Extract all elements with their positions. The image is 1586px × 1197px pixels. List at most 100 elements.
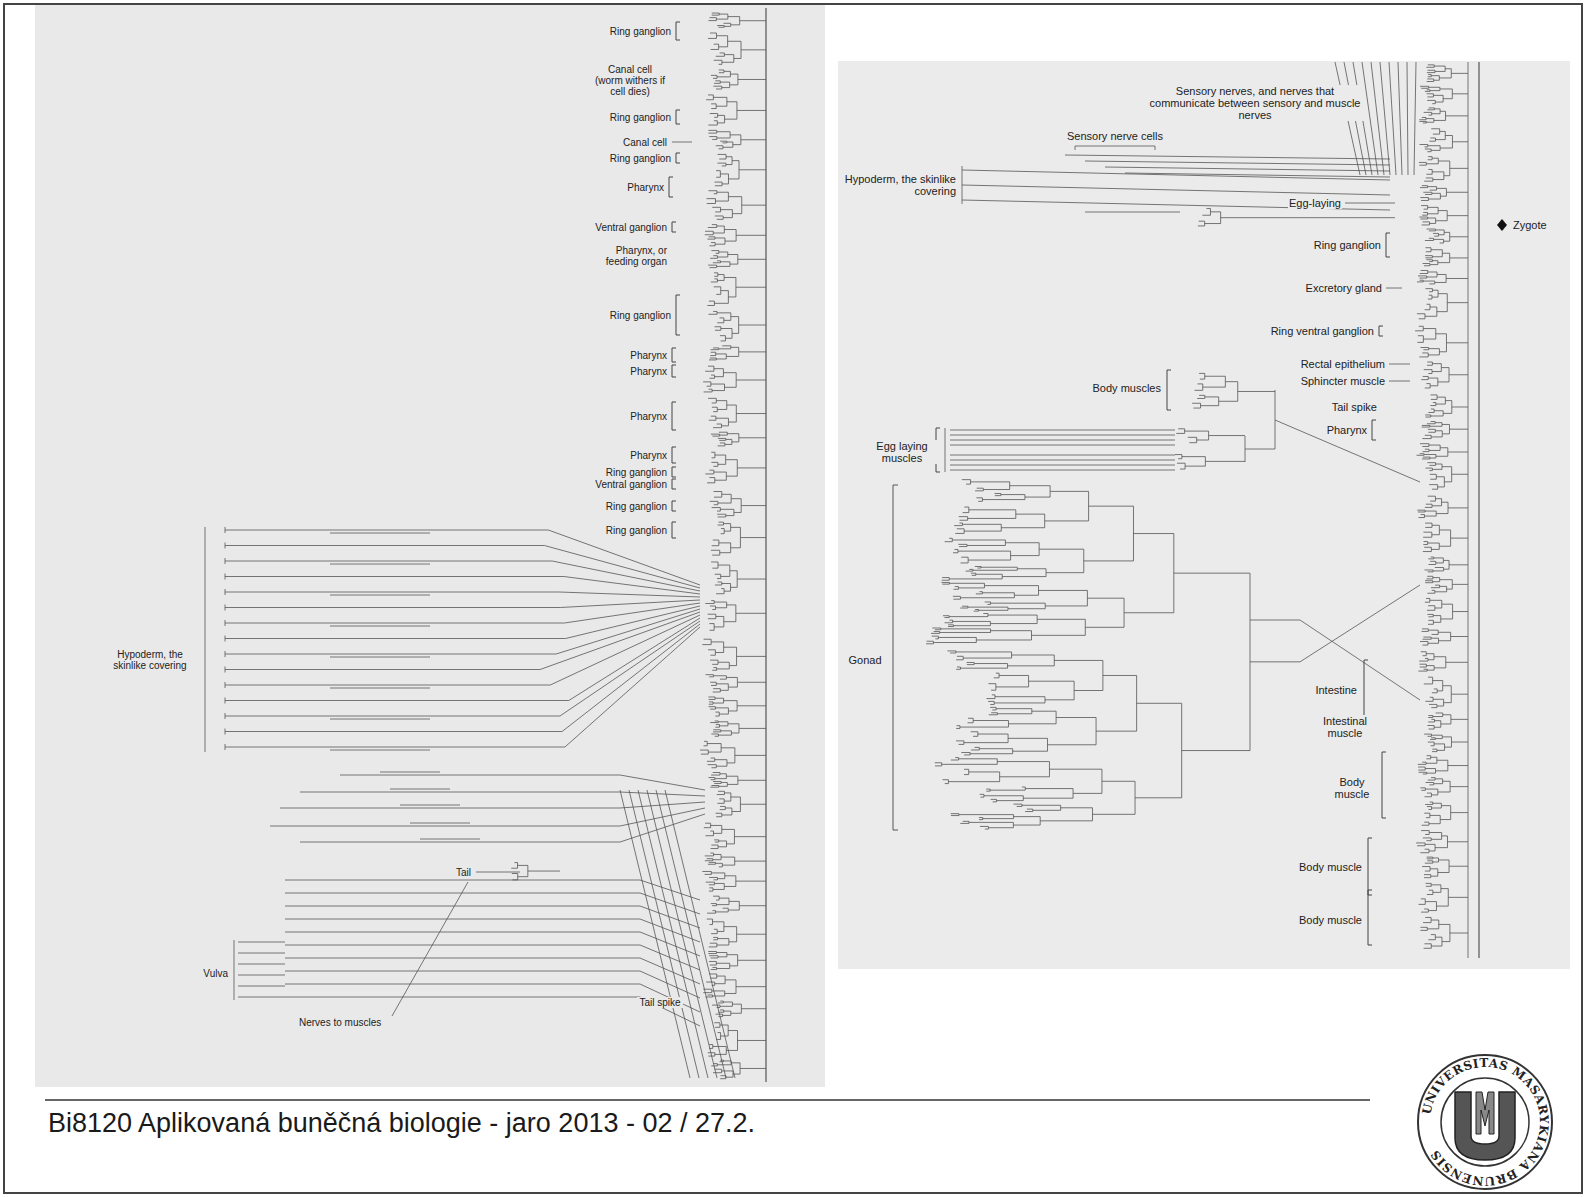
lineage-branch xyxy=(748,1008,766,1009)
lineage-branch xyxy=(1424,181,1433,182)
lineage-branch xyxy=(1422,425,1430,426)
lineage-branch xyxy=(1037,619,1085,620)
lineage-branch xyxy=(1436,562,1444,563)
lineage-branch xyxy=(1424,516,1436,517)
lineage-branch xyxy=(716,35,727,36)
lineage-branch xyxy=(1424,877,1431,878)
lineage-branch xyxy=(1424,796,1431,797)
lineage-branch xyxy=(1427,89,1430,90)
lineage-branch xyxy=(738,1040,748,1041)
lineage-branch xyxy=(1421,88,1428,89)
lineage-branch xyxy=(718,438,726,439)
lineage-branch xyxy=(1429,107,1435,108)
lineage-branch xyxy=(711,734,718,735)
lineage-branch xyxy=(713,731,721,732)
lineage-branch xyxy=(711,349,719,350)
lineage-branch xyxy=(714,182,722,183)
lineage-branch xyxy=(330,595,430,596)
lineage-branch xyxy=(1430,802,1433,803)
lineage-branch xyxy=(945,541,953,542)
lineage-branch xyxy=(565,627,700,747)
lineage-branch xyxy=(728,723,739,724)
lineage-branch xyxy=(330,657,430,658)
lineage-branch xyxy=(705,371,714,372)
lineage-branch xyxy=(1427,860,1432,861)
lineage-branch xyxy=(1431,436,1442,437)
lineage-branch xyxy=(1425,316,1437,317)
lineage-branch xyxy=(1425,247,1431,248)
lineage-branch xyxy=(1426,883,1432,884)
lineage-branch xyxy=(713,411,717,412)
lineage-branch xyxy=(1422,352,1428,353)
lineage-branch xyxy=(715,607,726,608)
lineage-branch xyxy=(716,400,727,401)
lineage-branch xyxy=(1428,620,1433,621)
lineage-branch xyxy=(710,722,718,723)
lineage-branch xyxy=(1458,897,1468,898)
lineage-branch xyxy=(238,953,285,954)
lineage-branch xyxy=(1419,664,1426,665)
lineage-branch xyxy=(1444,702,1452,703)
lineage-branch xyxy=(1442,736,1451,737)
lineage-branch xyxy=(1085,212,1180,213)
lineage-branch xyxy=(964,507,969,508)
lineage-branch xyxy=(717,968,730,969)
lineage-branch xyxy=(935,629,941,630)
lineage-branch xyxy=(1199,373,1205,374)
lineage-branch xyxy=(1434,656,1446,657)
lineage-branch xyxy=(728,254,738,255)
lineage-branch xyxy=(709,862,716,863)
lineage-branch xyxy=(709,704,713,705)
lineage-branch xyxy=(707,995,712,996)
lineage-branch xyxy=(518,876,528,877)
lineage-branch xyxy=(1422,117,1426,118)
lineage-branch xyxy=(285,906,640,907)
lineage-branch xyxy=(718,27,724,28)
lineage-branch xyxy=(1423,774,1427,775)
lineage-branch xyxy=(1389,364,1410,365)
lineage-branch xyxy=(712,1005,720,1006)
lineage-branch xyxy=(727,843,735,844)
lineage-branch xyxy=(1435,567,1444,568)
lineage-branch xyxy=(705,603,714,604)
lineage-branch xyxy=(1425,414,1431,415)
lineage-branch xyxy=(728,178,739,179)
lineage-branch xyxy=(1423,122,1426,123)
lineage-branch xyxy=(1199,395,1205,396)
lineage-branch xyxy=(1425,387,1430,388)
lineage-branch xyxy=(720,690,728,691)
lineage-branch xyxy=(620,775,705,790)
lineage-branch xyxy=(714,854,721,855)
lineage-branch xyxy=(736,379,748,380)
lineage-branch xyxy=(1431,587,1440,588)
lineage-branch xyxy=(1420,280,1424,281)
lineage-branch xyxy=(954,525,962,526)
lineage-branch xyxy=(949,578,1002,579)
lineage-branch xyxy=(950,445,1175,446)
lineage-branch xyxy=(707,203,716,204)
lineage-branch xyxy=(712,224,717,225)
lineage-branch xyxy=(976,639,1031,640)
lineage-branch xyxy=(708,125,717,126)
lineage-branch xyxy=(1429,823,1440,824)
lineage-branch xyxy=(390,789,450,790)
lineage-branch xyxy=(1425,863,1433,864)
lineage-branch xyxy=(1440,196,1446,197)
lineage-branch xyxy=(1432,193,1440,194)
lineage-branch xyxy=(720,442,725,443)
lineage-branch xyxy=(1045,520,1089,521)
lineage-branch xyxy=(731,527,741,528)
lineage-branch xyxy=(1421,379,1428,380)
lineage-branch xyxy=(1105,167,1390,171)
lineage-branch xyxy=(966,484,970,485)
lineage-branch xyxy=(1425,602,1430,603)
lineage-branch xyxy=(1432,469,1442,470)
lineage-branch xyxy=(1424,943,1431,944)
lineage-branch xyxy=(1016,514,1045,515)
lineage-branch xyxy=(1451,719,1458,720)
lineage-branch xyxy=(737,934,748,935)
lineage-branch xyxy=(1433,892,1441,893)
lineage-branch xyxy=(945,428,946,472)
lineage-branch xyxy=(205,527,206,752)
lineage-branch xyxy=(1425,507,1432,508)
